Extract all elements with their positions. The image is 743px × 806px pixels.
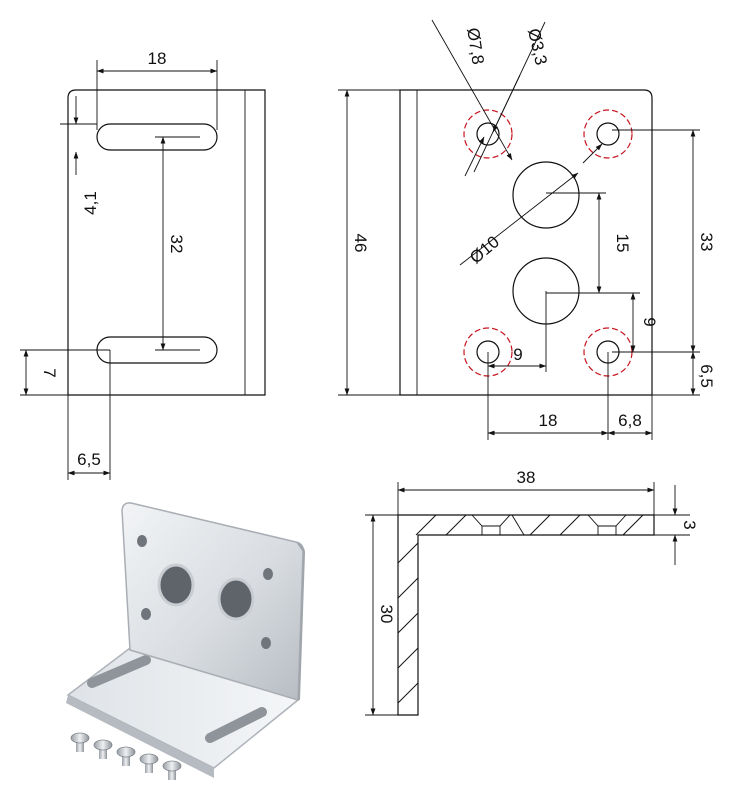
section-hatch-horizontal [415, 514, 644, 536]
base-slot-left [87, 655, 151, 688]
dim-section-width: 38 [517, 468, 536, 487]
screw-3-icon [116, 746, 136, 766]
dim-center-offset-h: 9 [513, 345, 522, 364]
dim-section-thickness: 3 [680, 520, 699, 529]
bracket-photo [66, 502, 305, 780]
upright-hole-bl [141, 608, 151, 620]
dim-small-hole-inner: Ø3,3 [524, 27, 551, 67]
hole-top-right [596, 122, 620, 146]
dim-small-hole-outer: Ø7,8 [463, 26, 488, 65]
side-view: Ø7,8 Ø3,3 Ø10 15 9 9 46 33 6,5 [338, 19, 716, 440]
screw-5-icon [162, 760, 182, 780]
section-hatch-vertical [397, 542, 419, 704]
front-plate-outline [67, 89, 266, 396]
upright-hole-tl [137, 535, 147, 547]
dim-bottom-offset: 7 [40, 368, 59, 377]
screw-2-icon [93, 739, 113, 759]
hole-top-right-countersink [583, 109, 633, 159]
front-view: 18 32 4,1 7 6,5 [20, 49, 266, 480]
side-plate-outline [399, 89, 653, 396]
dim-hole-pitch-h: 18 [539, 411, 558, 430]
dim-slot-spacing: 18 [148, 49, 167, 68]
screw-4-icon [139, 753, 159, 773]
dim-top-offset: 4,1 [81, 191, 100, 215]
dim-edge-offset: 6,8 [618, 411, 642, 430]
dim-left-offset: 6,5 [77, 450, 101, 469]
upright-hole-br [261, 637, 271, 649]
section-view: 38 3 30 [365, 468, 699, 716]
hole-top-left [476, 122, 500, 146]
dim-large-hole-pitch: 15 [613, 234, 632, 253]
dim-right-span: 33 [697, 233, 716, 252]
upright-large-hole-right [217, 577, 255, 621]
dim-center-offset-v: 9 [640, 317, 659, 326]
screw-1-icon [70, 732, 90, 752]
dim-vertical-pitch: 32 [167, 235, 186, 254]
upright-large-hole-left [157, 563, 195, 607]
screws [70, 732, 182, 780]
base-slot-right [205, 707, 267, 743]
section-outline [397, 514, 655, 716]
section-countersinks [471, 514, 627, 536]
top-slot [96, 123, 218, 151]
hole-top-left-countersink [463, 109, 513, 159]
dim-large-hole: Ø10 [466, 232, 503, 267]
upright-hole-tr [263, 568, 273, 580]
dim-bottom-hole-offset: 6,5 [697, 364, 716, 388]
dim-height: 46 [351, 234, 370, 253]
dim-section-height: 30 [377, 605, 396, 624]
large-hole-upper [512, 161, 580, 229]
